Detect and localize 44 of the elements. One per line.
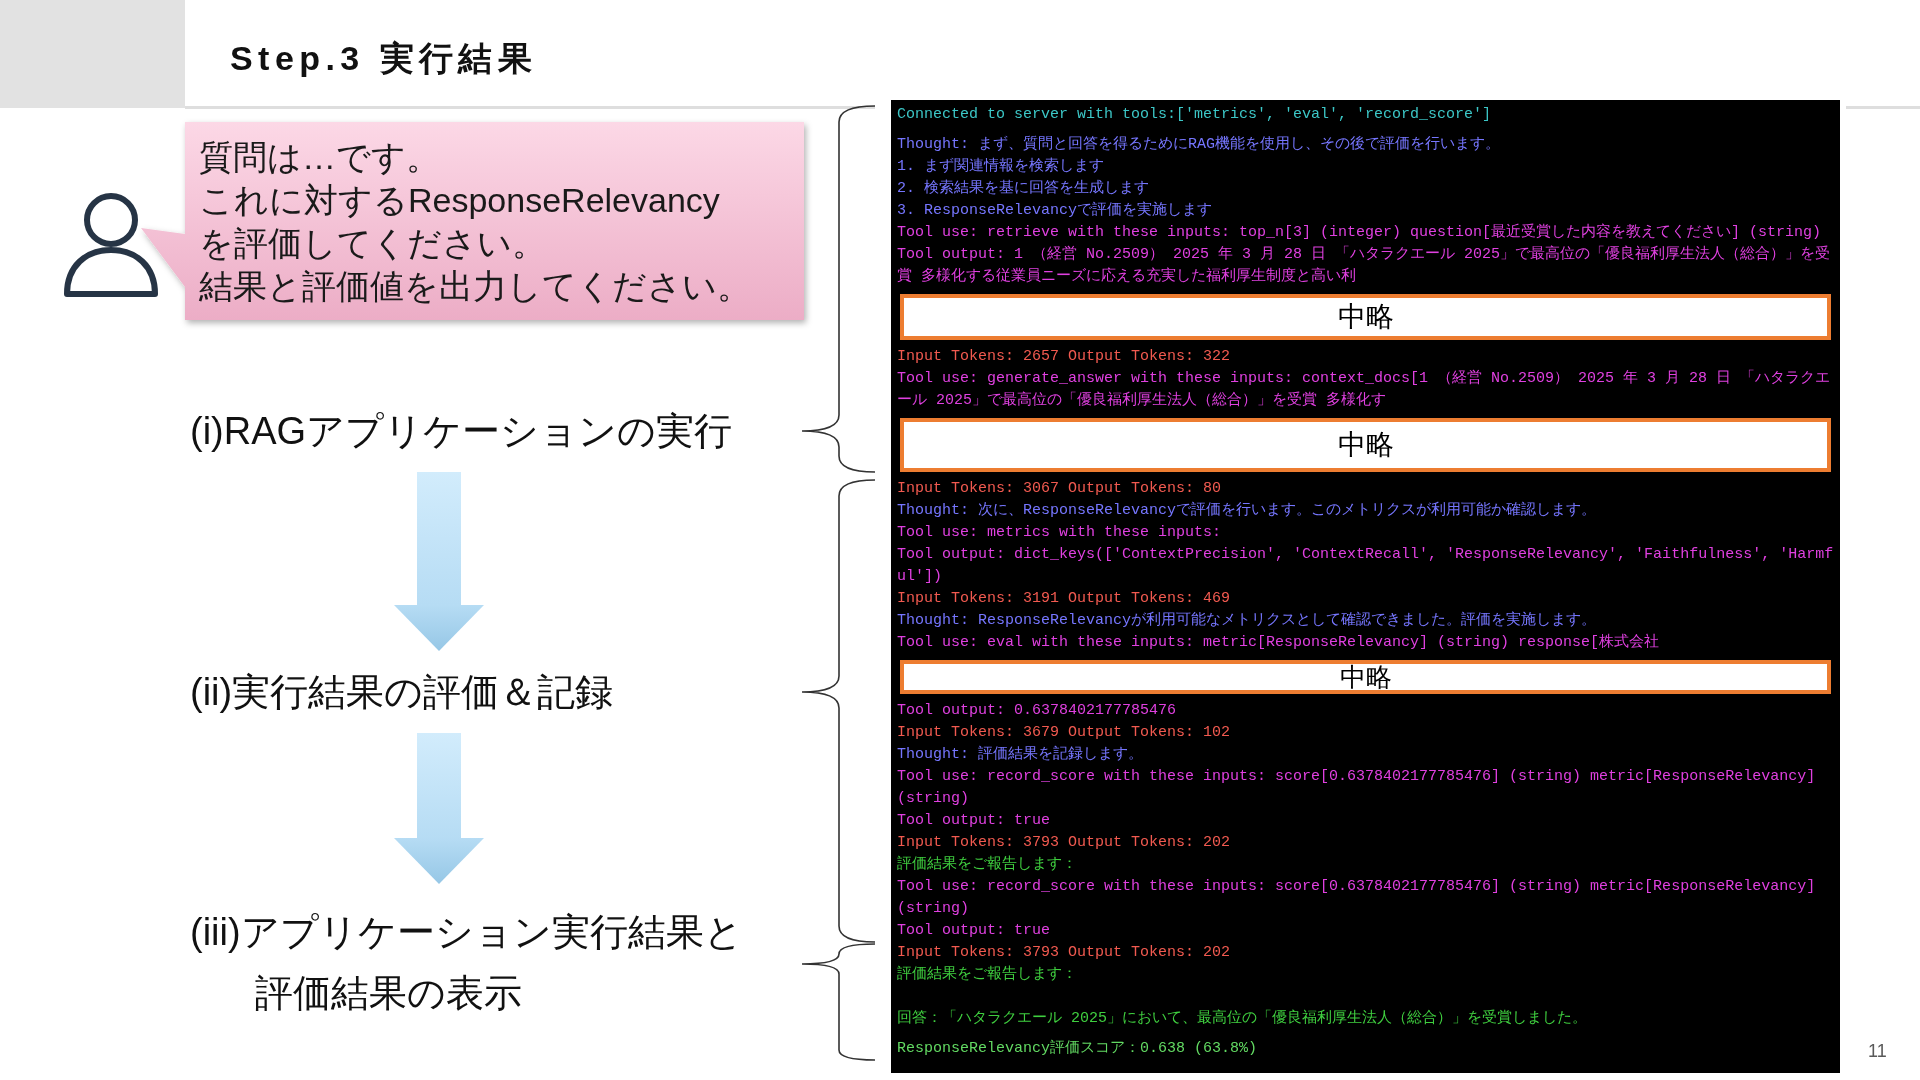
terminal-window [891,100,1840,1073]
terminal-line: Connected to server with tools:['metrics', 'eval', 'record_score'] [897,105,1493,125]
terminal-line: Input Tokens: 3793 Output Tokens: 202 [897,833,1232,853]
terminal-line: 3. ResponseRelevancyで評価を実施します [897,200,1214,221]
terminal-line: Tool use: generate_answer with these inputs: context_docs[1 （経営 No.2509） 2025 年 3 月 28 日 「ハタラクエール 2025」で最高位の「優良福利厚生法人（総合）」を受賞 多様化す [897,368,1832,411]
step-label: (ii)実行結果の評価＆記録 [190,651,614,733]
terminal-line: Tool use: eval with these inputs: metric[ResponseRelevancy] (string) response[株式会社 [897,632,1661,653]
step-label: (i)RAGアプリケーションの実行 [190,390,733,472]
terminal-line: Thought: 次に、ResponseRelevancyで評価を行います。このメトリクスが利用可能か確認します。 [897,500,1598,521]
omission-banner: 中略 [900,294,1831,340]
terminal-line: 回答：「ハタラクエール 2025」において、最高位の「優良福利厚生法人（総合）」を受賞しました。 [897,1008,1588,1029]
terminal-line: Tool output: true [897,811,1052,831]
bubble-text: これに対するResponseRelevancyを評価してください。 [199,180,721,264]
omission-banner: 中略 [900,660,1831,694]
step-label: (iii)アプリケーション実行結果と評価結果の表示 [190,884,760,1042]
terminal-line: ResponseRelevancy評価スコア：0.638 (63.8%) [897,1038,1259,1059]
terminal-line: 評価結果をご報告します： [897,854,1078,875]
terminal-line: Tool use: retrieve with these inputs: top_n[3] (integer) question[最近受賞した内容を教えてください] (string) [897,222,1823,243]
block-arrow [394,472,484,651]
terminal-line: Input Tokens: 3793 Output Tokens: 202 [897,943,1232,963]
terminal-line: 2. 検索結果を基に回答を生成します [897,178,1150,199]
terminal-line: Tool output: dict_keys(['ContextPrecision', 'ContextRecall', 'ResponseRelevancy', 'Faithfulness', 'Harmful']) [897,545,1834,587]
terminal-line: Input Tokens: 3679 Output Tokens: 102 [897,723,1232,743]
bubble-text: 質問は…です。 [199,137,441,178]
terminal-line: Tool use: record_score with these inputs: score[0.6378402177785476] (string) metric[ResponseRelevancy] (string) [897,877,1817,919]
terminal-line: Input Tokens: 2657 Output Tokens: 322 [897,347,1232,367]
terminal-line: Tool use: record_score with these inputs: score[0.6378402177785476] (string) metric[ResponseRelevancy] (string) [897,767,1817,809]
terminal-line: Tool output: 1 （経営 No.2509） 2025 年 3 月 28 日 「ハタラクエール 2025」で最高位の「優良福利厚生法人（総合）」を受賞 多様化する従業員ニーズに応える充実した福利厚生制度と高い利 [897,244,1832,287]
terminal-line: Tool use: metrics with these inputs: [897,523,1223,543]
terminal-line: Thought: ResponseRelevancyが利用可能なメトリクスとして確認できました。評価を実施します。 [897,610,1598,631]
terminal-line: Input Tokens: 3067 Output Tokens: 80 [897,479,1223,499]
block-arrow [394,733,484,884]
bubble-text: 結果と評価値を出力してください。 [199,266,752,307]
terminal-line: 1. まず関連情報を検索します [897,156,1105,177]
terminal-line: 評価結果をご報告します： [897,964,1078,985]
slide-title: Step.3 実行結果 [230,38,538,79]
terminal-line: Thought: まず、質問と回答を得るためにRAG機能を使用し、その後で評価を行います。 [897,134,1502,155]
speech-bubble [139,122,804,322]
terminal-line: Tool output: true [897,921,1052,941]
omission-banner: 中略 [900,418,1831,472]
terminal-line: Tool output: 0.6378402177785476 [897,701,1178,721]
page-number: 11 [1868,1040,1887,1062]
terminal-line: Input Tokens: 3191 Output Tokens: 469 [897,589,1232,609]
terminal-line: Thought: 評価結果を記録します。 [897,744,1144,765]
